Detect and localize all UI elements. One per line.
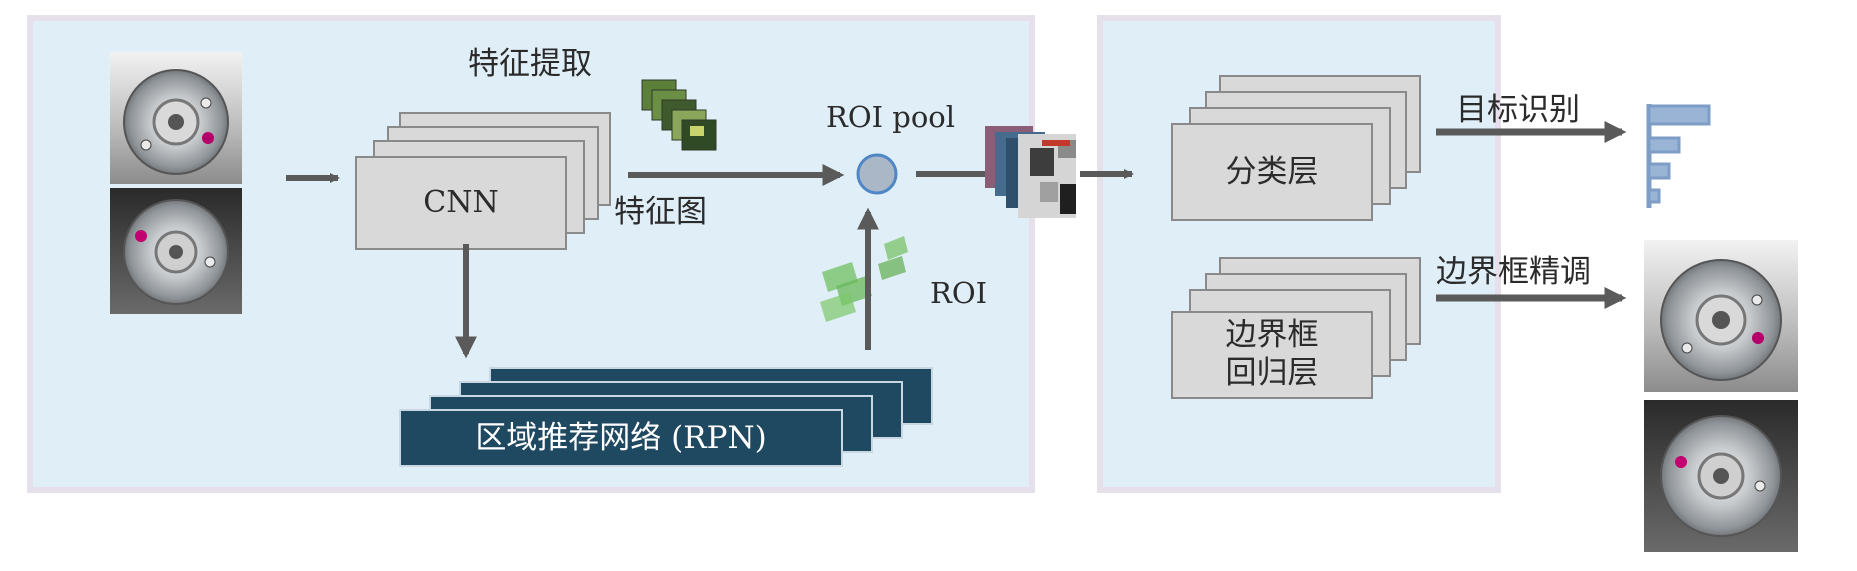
roi-pool-node <box>856 153 898 195</box>
roi-regions-icon <box>820 236 908 322</box>
motor-photo-icon <box>1644 240 1798 392</box>
cnn-stack <box>355 112 611 250</box>
rpn-stack <box>399 367 933 467</box>
bbox-regression-label-line2: 回归层 <box>1225 355 1319 391</box>
bbox-regression-label-line1: 边界框 <box>1225 317 1319 353</box>
motor-photo-icon <box>110 188 242 314</box>
rpn-label: 区域推荐网络 (RPN) <box>475 420 767 456</box>
cnn-label: CNN <box>423 185 499 220</box>
feature-extraction-title: 特征提取 <box>468 46 592 82</box>
motor-photo-icon <box>1644 400 1798 552</box>
bbox-regression-stack <box>1171 257 1421 399</box>
roi-label: ROI <box>930 276 988 310</box>
feature-map-stack-icon <box>641 79 717 151</box>
bbox-refine-label: 边界框精调 <box>1436 254 1591 290</box>
recognition-label: 目标识别 <box>1456 92 1580 128</box>
classification-stack <box>1171 75 1421 221</box>
roi-pool-label: ROI pool <box>826 100 956 134</box>
bbox-regression-label: 边界框 回归层 <box>1172 312 1372 398</box>
class-score-histogram-icon <box>1646 104 1711 208</box>
motor-photo-icon <box>110 52 242 184</box>
classification-label: 分类层 <box>1225 154 1319 190</box>
pooled-feature-icon <box>985 126 1076 218</box>
feature-map-label: 特征图 <box>614 194 707 230</box>
